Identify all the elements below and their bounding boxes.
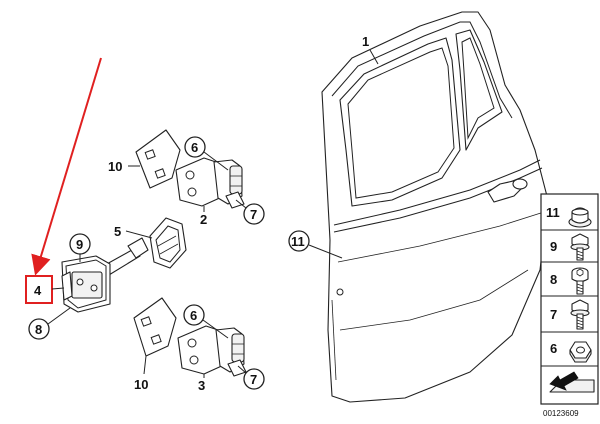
callout-lower-hinge: 3 [198,378,205,393]
callout-upper-shim: 10 [108,159,122,174]
hex-socket-bolt-icon [571,267,589,295]
legend-label-4: 6 [550,341,557,356]
rear-door [321,11,549,403]
upper-hinge [175,157,245,209]
nut-icon [569,341,592,363]
callout-door-plug: 11 [291,234,305,249]
callout-lower-hinge-nut: 6 [190,308,197,323]
lower-hinge [177,325,247,377]
callout-insert: 5 [114,224,121,239]
callout-upper-hinge: 2 [200,212,207,227]
callout-check-bolt-lower: 8 [35,322,42,337]
bolt-icon [570,233,590,261]
door-check [61,237,149,313]
door-check-highlight [25,275,53,304]
callout-upper-hinge-bolt: 7 [250,207,257,222]
legend-label-0: 11 [546,205,560,220]
callout-lower-hinge-bolt: 7 [250,372,257,387]
reference-number: 00123609 [543,409,579,418]
legend-label-3: 7 [550,307,557,322]
check-strap-insert [149,217,187,269]
grommet-icon [568,207,592,228]
callout-check-bolt-upper: 9 [76,237,83,252]
legend-label-1: 9 [550,239,557,254]
callout-lower-shim: 10 [134,377,148,392]
fastener-legend: 11 9 8 7 [540,193,599,405]
bolt-icon [570,299,590,330]
arrow-icon [549,371,595,393]
callout-door-check: 4 [34,283,42,298]
callout-door: 1 [362,34,369,49]
highlight-arrow [31,57,102,276]
upper-hinge-shim [135,129,181,189]
lower-hinge-shim [133,297,177,357]
legend-label-2: 8 [550,272,557,287]
callout-upper-hinge-nut: 6 [191,140,198,155]
